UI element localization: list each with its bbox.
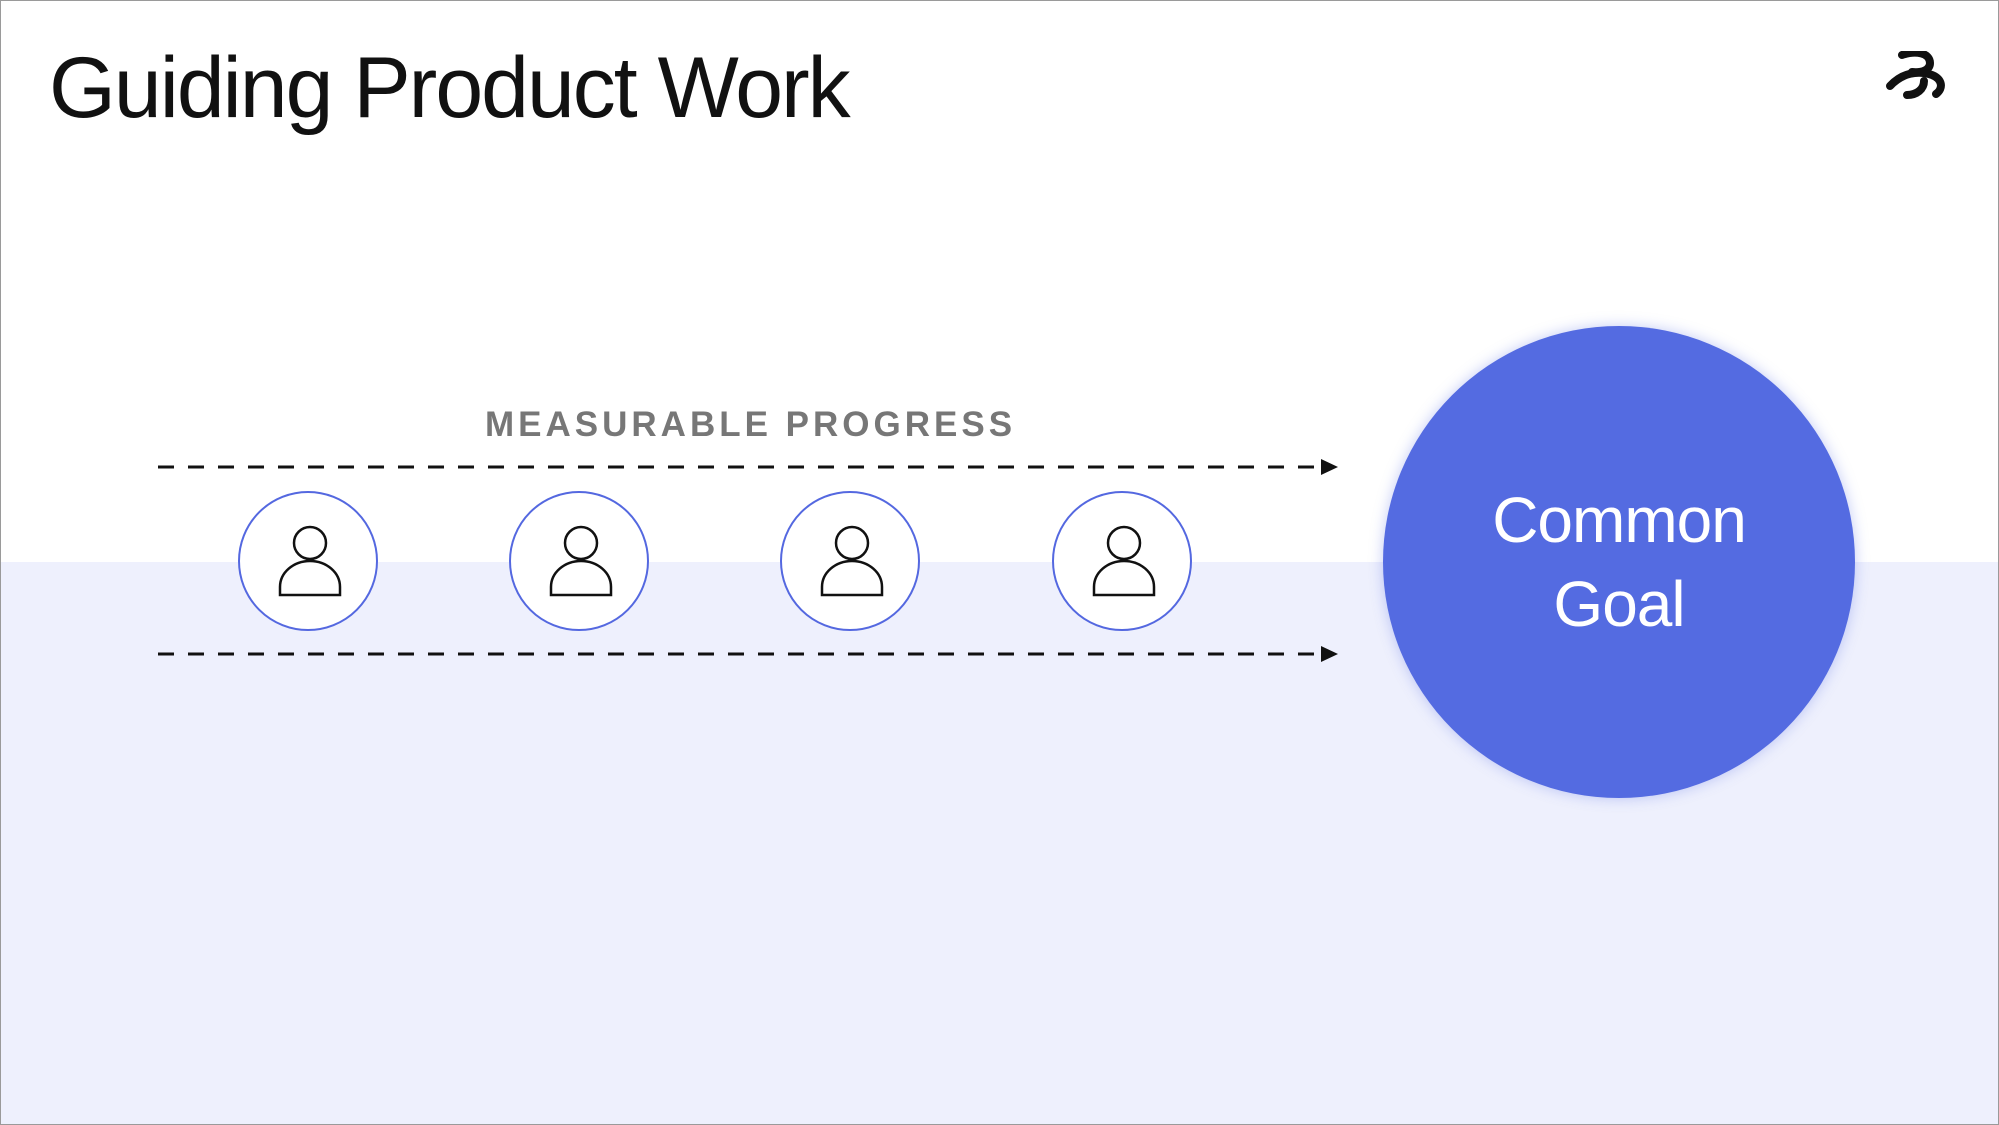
team-member-circle: [1052, 491, 1192, 631]
goal-label-line-1: Common: [1492, 484, 1747, 556]
team-member-circle: [780, 491, 920, 631]
person-icon: [820, 525, 884, 597]
common-goal-circle: Common Goal: [1383, 326, 1855, 798]
brand-logo-icon: [1886, 51, 1945, 99]
person-icon: [1092, 525, 1156, 597]
person-icon: [278, 525, 342, 597]
team-member-circle: [509, 491, 649, 631]
bottom-progress-arrow: [158, 646, 1338, 662]
measurable-progress-label: MEASURABLE PROGRESS: [485, 405, 1017, 444]
person-icon: [549, 525, 613, 597]
top-progress-arrow: [158, 459, 1338, 475]
team-member-circle: [238, 491, 378, 631]
slide-title: Guiding Product Work: [49, 40, 851, 136]
goal-label-line-2: Goal: [1553, 568, 1685, 640]
